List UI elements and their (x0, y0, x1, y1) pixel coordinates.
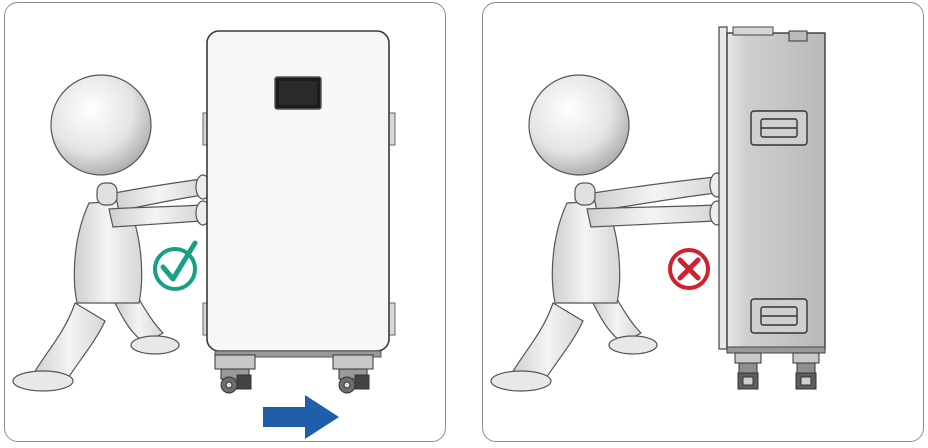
right-arrow-icon (263, 395, 339, 439)
person-figure (491, 75, 724, 391)
caster-wheels (735, 353, 819, 389)
panel-incorrect (482, 2, 924, 442)
panel-correct-illustration (5, 3, 446, 442)
handle-bottom (751, 299, 807, 333)
caster-wheels (215, 355, 373, 393)
panel-correct (4, 2, 446, 442)
x-circle-icon (670, 250, 708, 288)
battery-cabinet-side (719, 27, 825, 353)
person-figure (13, 75, 210, 391)
check-circle-icon (155, 243, 195, 289)
panel-incorrect-illustration (483, 3, 924, 442)
battery-cabinet-front (203, 31, 395, 357)
handle-top (751, 111, 807, 145)
